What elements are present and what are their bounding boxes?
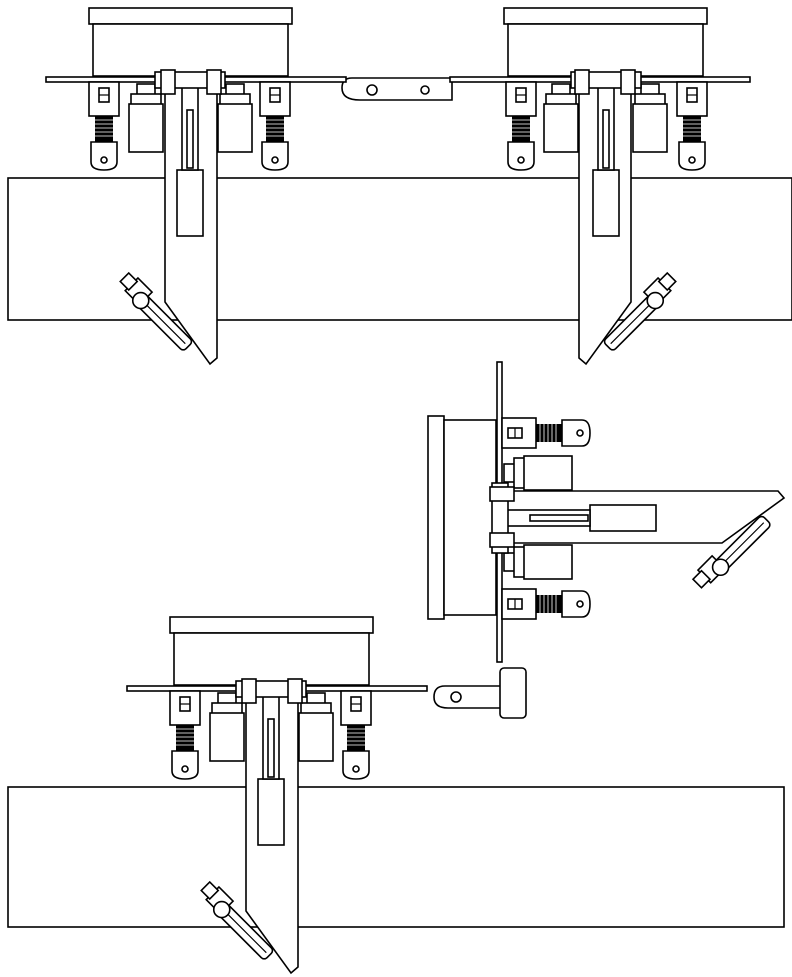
link-bracket-top bbox=[341, 77, 453, 101]
clamp-assembly-side bbox=[428, 362, 784, 662]
workpiece-bar-top bbox=[7, 177, 792, 321]
link-bracket-bottom bbox=[433, 667, 527, 719]
workpiece-bar-bottom bbox=[7, 786, 785, 928]
